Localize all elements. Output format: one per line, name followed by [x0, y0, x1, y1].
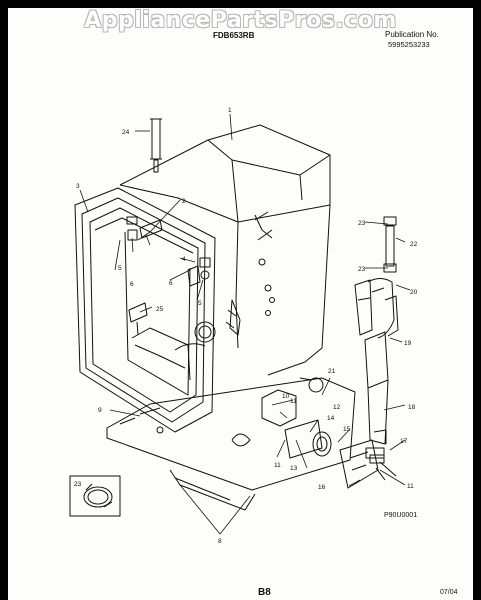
callout-6-left: 6 [130, 281, 134, 288]
callout-3: 3 [76, 183, 80, 190]
door-frame [74, 187, 216, 433]
callout-2: 2 [182, 198, 186, 205]
page-number: B8 [258, 587, 271, 598]
callout-11-right: 11 [407, 483, 414, 490]
model-number: FDB653RB [213, 31, 255, 40]
callout-12: 12 [333, 404, 341, 411]
anchor-screw [128, 302, 148, 336]
pump-assembly [261, 377, 397, 489]
revision-date: 07/04 [440, 589, 458, 596]
callout-11-pump: 11 [290, 398, 297, 405]
callout-8: 8 [218, 538, 222, 545]
callout-25: 25 [156, 306, 164, 313]
callout-10: 10 [282, 393, 290, 400]
callout-14: 14 [327, 415, 335, 422]
callout-16: 16 [318, 484, 326, 491]
callout-9: 9 [98, 407, 102, 414]
publication-number: 5995253233 [388, 40, 430, 49]
callout-5-right: 5 [198, 300, 202, 307]
inset-hose-clamp [69, 475, 121, 517]
leg-bolt [135, 118, 162, 173]
callout-4: 4 [182, 256, 186, 263]
publication-label: Publication No. [385, 30, 439, 39]
callout-18: 18 [408, 404, 416, 411]
callout-15: 15 [343, 426, 351, 433]
callout-20: 20 [410, 289, 418, 296]
callout-17: 17 [400, 438, 408, 445]
callout-21: 21 [328, 368, 336, 375]
tub-body [119, 124, 331, 376]
callout-23-top: 23 [358, 220, 366, 227]
diagram-code: P90U0001 [384, 512, 418, 519]
callout-11-base: 11 [274, 462, 281, 469]
callout-numbers: 1 2 3 4 5 5 6 6 8 9 10 11 11 11 12 13 14… [74, 107, 418, 545]
vent-fill-tower [354, 216, 399, 464]
callout-23-bottom: 23 [358, 266, 366, 273]
base-assembly [106, 377, 356, 511]
callout-5-left: 5 [118, 265, 122, 272]
callout-22: 22 [410, 241, 418, 248]
leader-lines [79, 113, 411, 535]
callout-13: 13 [290, 465, 298, 472]
callout-19: 19 [404, 340, 412, 347]
callout-24: 24 [122, 129, 130, 136]
callout-1: 1 [228, 107, 232, 114]
callout-23-inset: 23 [74, 481, 82, 488]
callout-6-right: 6 [169, 280, 173, 287]
